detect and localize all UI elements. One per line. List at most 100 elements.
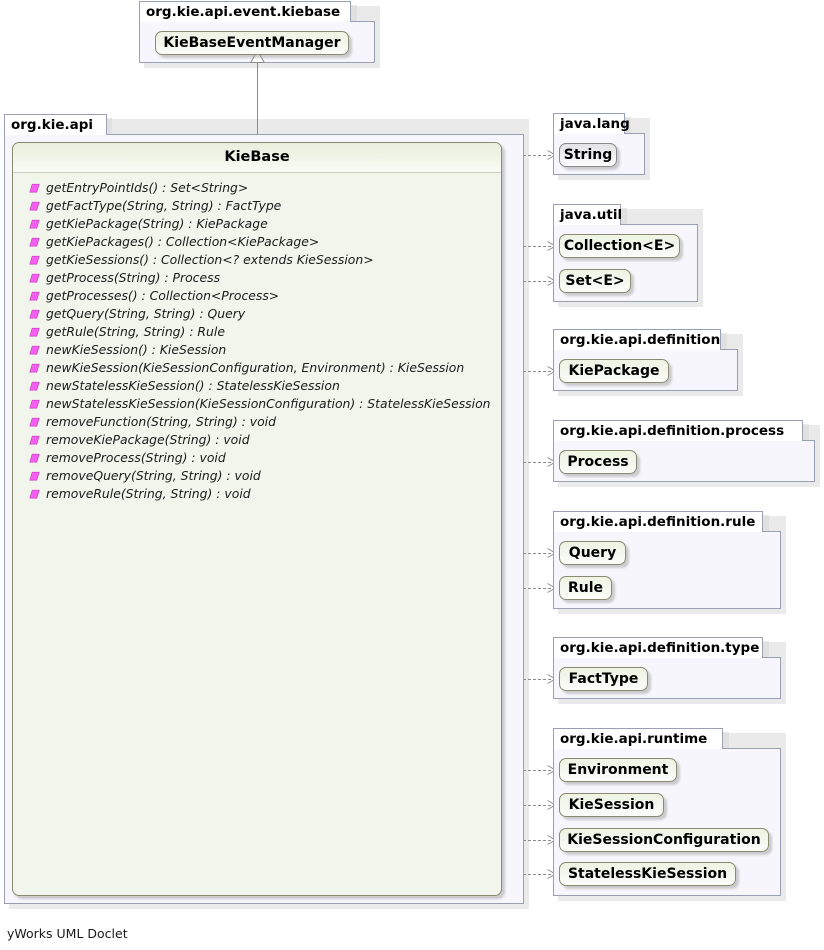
package-org-kie-api-event-kiebase: org.kie.api.event.kiebase KieBaseEventMa… xyxy=(139,1,380,68)
method-row[interactable]: removeFunction(String, String) : void xyxy=(13,412,501,430)
class-node-KieBase[interactable]: KieBase getEntryPointIds() : Set<String>… xyxy=(12,142,502,896)
method-signature: removeKiePackage(String) : void xyxy=(46,431,250,447)
method-diamond-icon xyxy=(29,452,40,463)
package-java-util: java.util Collection<E> Set<E> xyxy=(553,204,703,307)
dependency-line-Set xyxy=(503,281,551,282)
generalization-line xyxy=(257,62,258,139)
package-tab-shadow xyxy=(761,515,769,536)
method-diamond-icon xyxy=(29,200,40,211)
method-signature: removeQuery(String, String) : void xyxy=(46,467,261,483)
type-node-KieSessionConfiguration[interactable]: KieSessionConfiguration xyxy=(559,828,769,852)
package-org-kie-api-definition-rule: org.kie.api.definition.rule Query Rule xyxy=(553,511,786,614)
method-diamond-icon xyxy=(29,218,40,229)
dependency-line-String xyxy=(503,155,551,156)
method-row[interactable]: newKieSession() : KieSession xyxy=(13,340,501,358)
dependency-line-KieSession xyxy=(503,805,551,806)
method-diamond-icon xyxy=(29,416,40,427)
method-signature: newStatelessKieSession(KieSessionConfigu… xyxy=(46,395,491,411)
dependency-line-StatelessKieSession xyxy=(503,874,551,875)
method-row[interactable]: removeKiePackage(String) : void xyxy=(13,430,501,448)
method-diamond-icon xyxy=(29,308,40,319)
dependency-line-Environment xyxy=(503,770,551,771)
method-row[interactable]: removeQuery(String, String) : void xyxy=(13,466,501,484)
type-node-KieBaseEventManager[interactable]: KieBaseEventManager xyxy=(155,31,349,55)
dependency-line-Rule xyxy=(503,588,551,589)
package-label: java.lang xyxy=(553,113,630,134)
package-tab-shadow xyxy=(721,732,729,753)
method-row[interactable]: newStatelessKieSession(KieSessionConfigu… xyxy=(13,394,501,412)
package-org-kie-api-definition: org.kie.api.definition KiePackage xyxy=(553,329,743,396)
method-row[interactable]: getEntryPointIds() : Set<String> xyxy=(13,178,501,196)
package-label: org.kie.api.definition.type xyxy=(553,637,763,658)
generalization-triangle-icon xyxy=(250,50,265,63)
method-signature: newKieSession(KieSessionConfiguration, E… xyxy=(46,359,465,375)
method-diamond-icon xyxy=(29,290,40,301)
package-label: org.kie.api xyxy=(4,114,107,135)
dependency-line-FactType xyxy=(503,679,551,680)
method-diamond-icon xyxy=(29,470,40,481)
package-label: org.kie.api.definition.rule xyxy=(553,511,763,532)
method-row[interactable]: getQuery(String, String) : Query xyxy=(13,304,501,322)
type-node-StatelessKieSession[interactable]: StatelessKieSession xyxy=(559,862,736,886)
method-row[interactable]: getProcesses() : Collection<Process> xyxy=(13,286,501,304)
method-signature: newKieSession() : KieSession xyxy=(46,341,227,357)
type-node-Set[interactable]: Set<E> xyxy=(559,269,631,293)
package-org-kie-api-definition-process: org.kie.api.definition.process Process xyxy=(553,420,820,487)
method-signature: getProcesses() : Collection<Process> xyxy=(46,287,280,303)
method-diamond-icon xyxy=(29,362,40,373)
method-diamond-icon xyxy=(29,236,40,247)
method-diamond-icon xyxy=(29,380,40,391)
method-row[interactable]: getFactType(String, String) : FactType xyxy=(13,196,501,214)
package-label: org.kie.api.runtime xyxy=(553,728,723,749)
package-tab-shadow xyxy=(349,5,357,26)
package-java-lang: java.lang String xyxy=(553,113,650,180)
method-signature: getProcess(String) : Process xyxy=(46,269,221,285)
method-diamond-icon xyxy=(29,398,40,409)
package-label: org.kie.api.definition xyxy=(553,329,721,350)
method-diamond-icon xyxy=(29,488,40,499)
package-org-kie-api: org.kie.api KieBase getEntryPointIds() :… xyxy=(4,114,529,909)
package-tab-shadow xyxy=(801,424,809,445)
package-org-kie-api-runtime: org.kie.api.runtime Environment KieSessi… xyxy=(553,728,786,901)
method-row[interactable]: newKieSession(KieSessionConfiguration, E… xyxy=(13,358,501,376)
dependency-line-KiePackage xyxy=(503,371,551,372)
package-tab-shadow xyxy=(623,117,631,138)
type-node-KieSession[interactable]: KieSession xyxy=(559,793,664,817)
type-node-Process[interactable]: Process xyxy=(559,450,637,474)
package-label: java.util xyxy=(553,204,622,225)
type-node-Collection[interactable]: Collection<E> xyxy=(559,234,680,258)
method-diamond-icon xyxy=(29,434,40,445)
type-node-String[interactable]: String xyxy=(559,143,617,167)
method-diamond-icon xyxy=(29,272,40,283)
method-row[interactable]: removeProcess(String) : void xyxy=(13,448,501,466)
method-signature: getKiePackages() : Collection<KiePackage… xyxy=(46,233,320,249)
package-tab-shadow xyxy=(104,118,112,139)
type-node-KiePackage[interactable]: KiePackage xyxy=(559,359,669,383)
dependency-line-Collection xyxy=(503,246,551,247)
method-diamond-icon xyxy=(29,326,40,337)
package-org-kie-api-definition-type: org.kie.api.definition.type FactType xyxy=(553,637,786,704)
method-signature: getQuery(String, String) : Query xyxy=(46,305,246,321)
dependency-line-Process xyxy=(503,462,551,463)
method-diamond-icon xyxy=(29,182,40,193)
method-row[interactable]: newStatelessKieSession() : StatelessKieS… xyxy=(13,376,501,394)
method-signature: getFactType(String, String) : FactType xyxy=(46,197,282,213)
dependency-line-Query xyxy=(503,553,551,554)
type-node-FactType[interactable]: FactType xyxy=(559,667,648,691)
type-node-Query[interactable]: Query xyxy=(559,541,626,565)
method-signature: newStatelessKieSession() : StatelessKieS… xyxy=(46,377,340,393)
class-title: KieBase xyxy=(13,143,501,173)
method-row[interactable]: getProcess(String) : Process xyxy=(13,268,501,286)
method-row[interactable]: getRule(String, String) : Rule xyxy=(13,322,501,340)
member-list: getEntryPointIds() : Set<String>getFactT… xyxy=(13,173,501,502)
method-row[interactable]: removeRule(String, String) : void xyxy=(13,484,501,502)
package-label: org.kie.api.definition.process xyxy=(553,420,803,441)
type-node-Environment[interactable]: Environment xyxy=(559,758,677,782)
method-row[interactable]: getKieSessions() : Collection<? extends … xyxy=(13,250,501,268)
method-row[interactable]: getKiePackage(String) : KiePackage xyxy=(13,214,501,232)
type-node-Rule[interactable]: Rule xyxy=(559,576,612,600)
method-row[interactable]: getKiePackages() : Collection<KiePackage… xyxy=(13,232,501,250)
method-signature: removeFunction(String, String) : void xyxy=(46,413,276,429)
method-signature: getRule(String, String) : Rule xyxy=(46,323,225,339)
